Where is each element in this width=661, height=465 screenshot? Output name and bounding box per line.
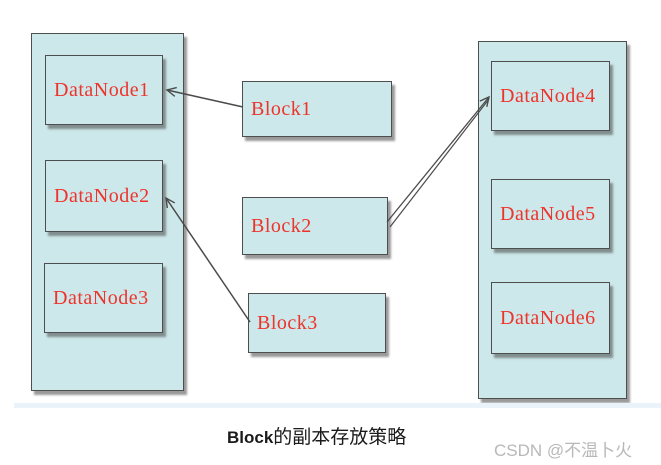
block3-label: Block3 bbox=[257, 311, 318, 334]
block3-box: Block3 bbox=[248, 293, 386, 353]
caption-bold-text: Block bbox=[227, 428, 274, 447]
datanode4-label: DataNode4 bbox=[500, 84, 596, 107]
datanode2-label: DataNode2 bbox=[54, 184, 150, 207]
datanode5-box: DataNode5 bbox=[491, 179, 610, 249]
caption-rest-text: 的副本存放策略 bbox=[273, 427, 407, 448]
block2-box: Block2 bbox=[242, 197, 388, 255]
caption: Block的副本存放策略 bbox=[227, 422, 406, 449]
block2-label: Block2 bbox=[251, 214, 312, 237]
block1-label: Block1 bbox=[251, 97, 312, 120]
datanode1-box: DataNode1 bbox=[45, 55, 163, 125]
datanode5-label: DataNode5 bbox=[500, 202, 596, 225]
datanode4-box: DataNode4 bbox=[491, 61, 610, 131]
datanode3-box: DataNode3 bbox=[44, 263, 163, 333]
watermark: CSDN @不温卜火 bbox=[494, 441, 633, 460]
block1-box: Block1 bbox=[242, 81, 392, 137]
right-rack: DataNode4 DataNode5 DataNode6 bbox=[478, 41, 627, 399]
datanode6-label: DataNode6 bbox=[500, 306, 596, 329]
divider-band bbox=[14, 403, 661, 408]
datanode6-box: DataNode6 bbox=[491, 282, 610, 354]
arrow-block2-to-datanode4 bbox=[386, 95, 490, 228]
datanode2-box: DataNode2 bbox=[45, 160, 163, 232]
left-rack: DataNode1 DataNode2 DataNode3 bbox=[31, 33, 184, 391]
datanode3-label: DataNode3 bbox=[53, 286, 149, 309]
datanode1-label: DataNode1 bbox=[54, 78, 150, 101]
